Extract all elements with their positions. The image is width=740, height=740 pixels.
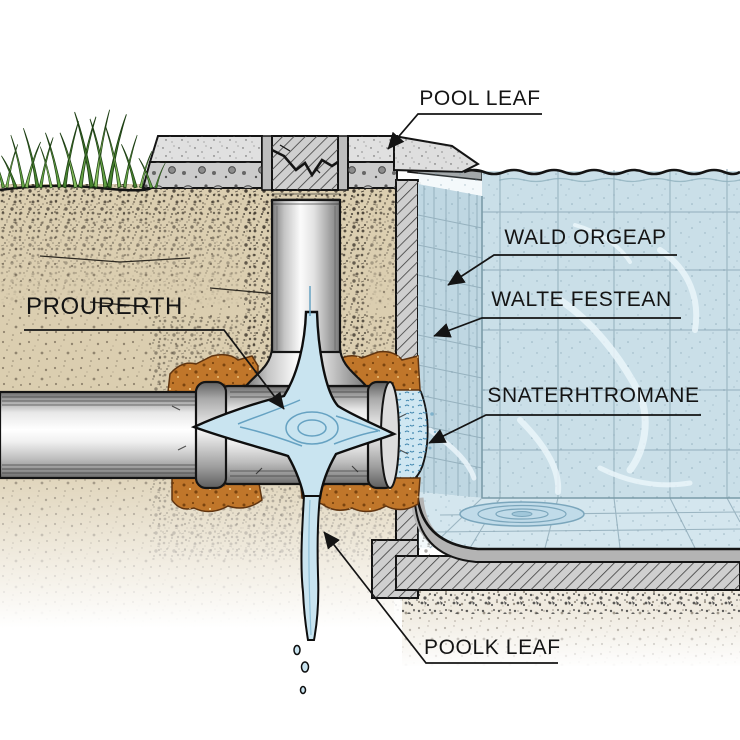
soil-fade-right: [394, 610, 740, 740]
label-ground: PROURERTH: [26, 293, 183, 320]
pool-deck: [141, 135, 398, 191]
leader-pool-deck: [387, 113, 542, 150]
rust-corrosion: [167, 350, 421, 513]
grass: [0, 108, 166, 189]
water-surface: [463, 168, 740, 176]
leader-water: [433, 317, 681, 338]
label-wall-penetration: SNATERHTROMANE: [487, 384, 700, 407]
pool-shell-lining: [410, 491, 740, 563]
label-pool-leak: POOLK LEAF: [424, 636, 561, 659]
leader-pool-wall: [447, 254, 677, 286]
water-droplets: [293, 644, 310, 695]
leader-ground: [24, 329, 285, 410]
pipe-concrete-collar: [271, 135, 339, 191]
label-pool-water: WALTE FESTEAN: [491, 288, 672, 311]
pool-floor-drain: [459, 501, 585, 527]
label-pool-wall: WALD ORGEAP: [504, 226, 667, 249]
leak-stream: [300, 495, 322, 641]
pool-water: [417, 168, 740, 549]
callout-leaders: [24, 113, 701, 664]
leak-water-burst: [171, 286, 409, 695]
leader-penetration: [428, 414, 701, 444]
leader-leak: [323, 531, 558, 664]
water-reflections: [427, 223, 700, 495]
label-pool-deck: POOL LEAF: [419, 87, 541, 110]
